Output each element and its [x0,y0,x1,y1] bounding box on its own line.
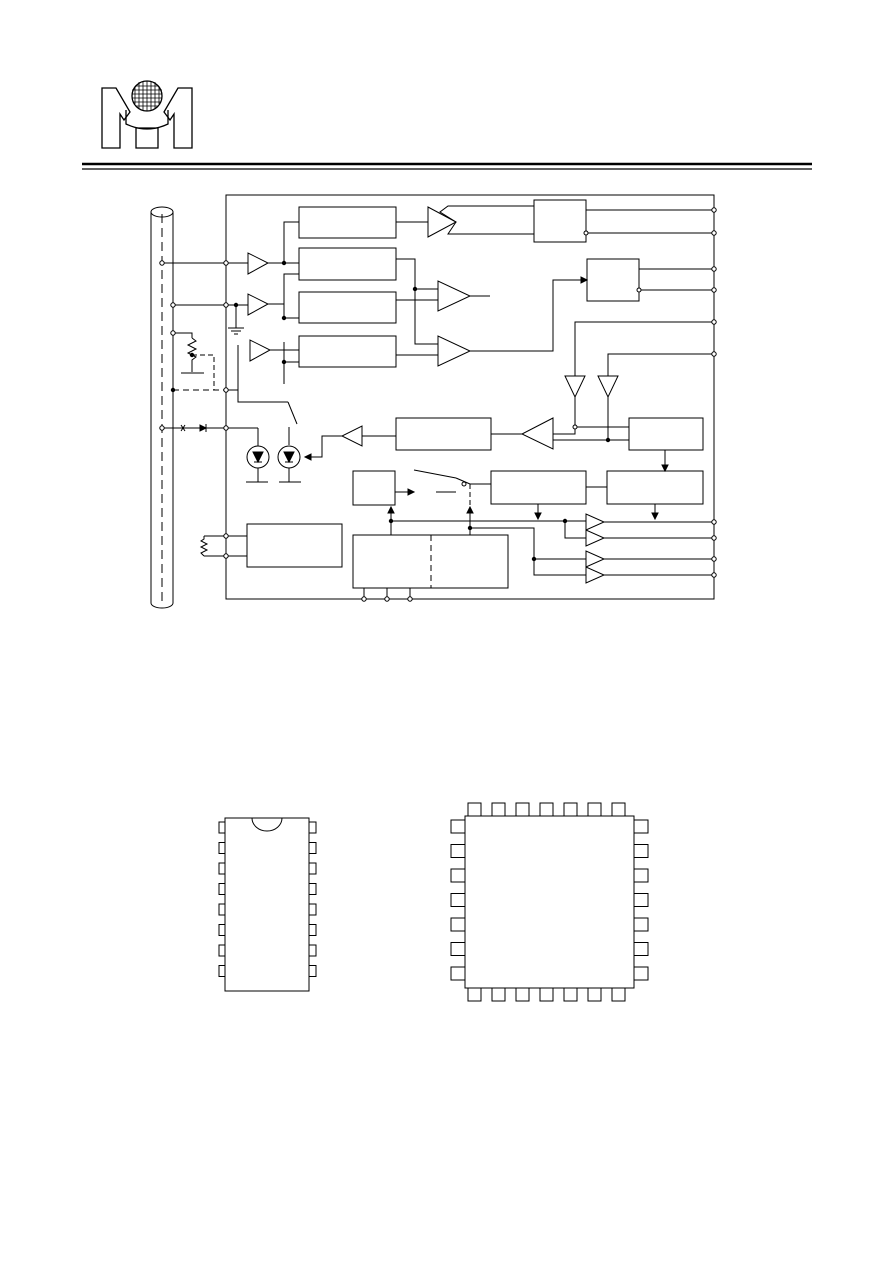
block-diagram [130,190,730,612]
header-rule [82,162,812,172]
logo-left-figure [102,88,130,148]
plcc-pin-left [451,943,465,956]
plcc-pin-top [492,803,505,816]
plcc-body [465,816,634,988]
plcc-pin-top [612,803,625,816]
plcc-pin-left [451,869,465,882]
dip-pin-left [219,966,225,977]
dip-pin-left [219,822,225,833]
resistor-icon [201,536,207,556]
plcc-pin-right [634,918,648,931]
resistor-icon [188,338,196,372]
plcc-pin-left [451,820,465,833]
function-block-output-1 [534,200,586,242]
plcc-package-icon [446,798,654,1008]
dip-notch [252,818,282,831]
plcc-pin-bottom [612,988,625,1001]
plcc-pin-right [634,869,648,882]
logo-stem [136,128,158,148]
dip-pin-left [219,863,225,874]
function-block-3 [299,292,396,323]
function-block-2 [299,248,396,280]
function-block-6 [629,418,703,450]
function-block-4 [299,336,396,367]
plcc-pin-bottom [516,988,529,1001]
diode-icon [181,424,206,432]
company-logo [98,78,196,150]
plcc-pin-bottom [564,988,577,1001]
dip-pin-left [219,925,225,936]
dip-body [225,818,309,991]
function-block-output-2 [587,259,639,301]
plcc-pin-left [451,845,465,858]
dip-pin-right [309,904,316,915]
function-block-9 [607,471,703,504]
plcc-pin-bottom [540,988,553,1001]
plcc-pin-right [634,967,648,980]
plcc-pin-right [634,820,648,833]
current-source-2 [278,446,301,482]
dip-pin-left [219,843,225,854]
terminal-icon [160,208,716,601]
plcc-pin-left [451,918,465,931]
plcc-pin-left [451,894,465,907]
plcc-pin-bottom [468,988,481,1001]
dip-pin-left [219,904,225,915]
plcc-pin-top [540,803,553,816]
function-block-5 [396,418,491,450]
cable-icon [151,207,173,608]
function-block-1 [299,207,396,238]
dip-pin-right [309,843,316,854]
dip-pin-right [309,822,316,833]
plcc-pin-right [634,894,648,907]
chip-outline [226,195,714,599]
dip-pin-right [309,863,316,874]
dip-pin-right [309,884,316,895]
amplifier-icon [248,207,618,583]
logo-right-figure [164,88,192,148]
current-source-1 [246,428,269,482]
plcc-pin-top [468,803,481,816]
plcc-pin-right [634,845,648,858]
function-block-10 [247,524,342,567]
dip-pin-left [219,884,225,895]
dip-pin-left [219,945,225,956]
switch-icon [288,402,297,445]
dip-package-icon [210,812,326,998]
plcc-pin-top [516,803,529,816]
company-logo-icon [102,81,192,148]
plcc-pin-bottom [492,988,505,1001]
junction-dots [170,260,611,562]
logo-globe-grid [132,81,162,111]
plcc-pin-top [564,803,577,816]
function-block-7 [353,471,395,505]
function-block-8 [491,471,586,504]
plcc-pin-right [634,943,648,956]
dip-pin-right [309,945,316,956]
dip-pin-right [309,925,316,936]
plcc-pin-left [451,967,465,980]
plcc-pin-top [588,803,601,816]
logo-bowl [126,110,168,129]
plcc-pin-bottom [588,988,601,1001]
switch-icon [414,470,470,492]
dip-pin-right [309,966,316,977]
